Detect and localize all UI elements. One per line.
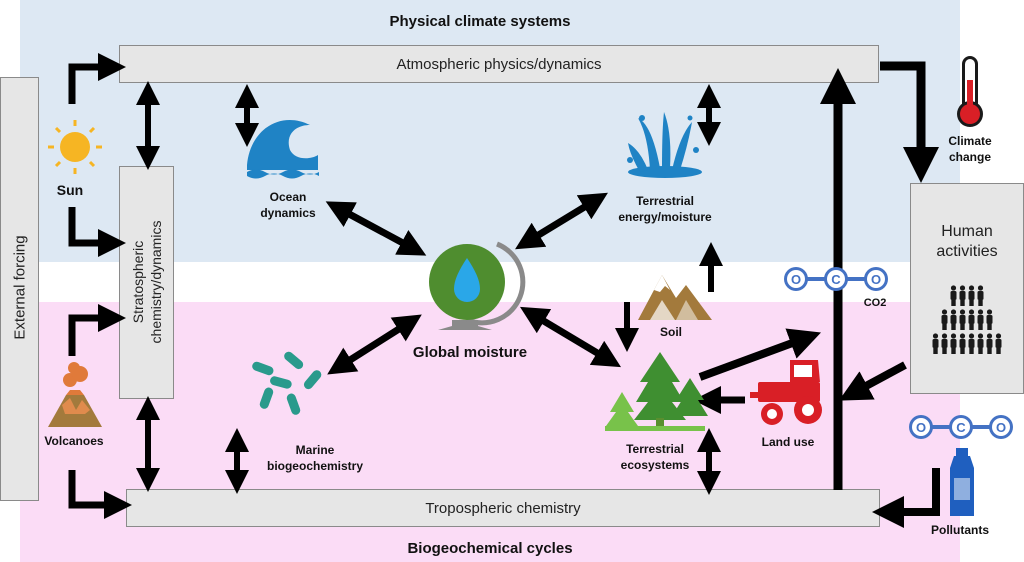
terrestrial-energy-line1: Terrestrial [636,194,694,208]
mountain-icon [638,275,712,320]
sun-to-atmosphere-arrow [68,53,126,104]
global-moisture-label: Global moisture [412,344,528,361]
marine-line1: Marine [295,443,335,457]
top-region-band [20,0,960,262]
ocean-dynamics-label: Ocean dynamics [238,189,338,221]
person-figure [977,285,984,306]
co2-label: CO2 [863,297,887,309]
trees-icon [605,352,708,431]
ocean-wave-icon [247,119,319,179]
land-use-label: Land use [761,435,815,449]
bottle-icon [950,448,974,516]
tractor-icon [750,360,822,425]
thermometer-icon [957,56,983,127]
person-figure [968,333,975,354]
climate-change-label: Climate change [930,133,1010,165]
human-line2: activities [936,243,998,260]
person-figure [941,309,948,330]
volcano-icon [48,362,102,427]
external-forcing-box [0,77,39,501]
top-region-title: Physical climate systems [389,13,571,30]
globe-marine-arrow [327,314,422,375]
splash-icon [627,112,702,178]
terrestrial-energy-label: Terrestrial energy/moisture [600,193,730,225]
climate-line2: change [948,150,991,164]
terrestrial-energy-line2: energy/moisture [618,210,712,224]
terrestrial-ecosystems-label: Terrestrial ecosystems [600,441,710,473]
globe-icon [429,241,526,330]
tropospheric-box: Tropospheric chemistry [126,489,880,527]
marine-biogeochemistry-label: Marine biogeochemistry [255,442,375,474]
co2-molecule-icon: O C O [784,267,888,291]
human-to-center-arrow [838,361,907,401]
climate-line1: Climate [948,134,992,148]
person-figure [995,333,1002,354]
person-figure [950,309,957,330]
people-icon [932,285,1002,354]
person-figure [968,309,975,330]
bottom-region-title: Biogeochemical cycles [407,540,573,557]
pollutant-atom-o1: O [916,420,926,435]
terrestrial-eco-line2: ecosystems [620,458,690,472]
person-figure [968,285,975,306]
terrestrial-energy-globe-arrow [515,192,608,250]
person-figure [977,333,984,354]
pollutants-to-troposphere-arrow [872,468,940,528]
co2-atom-o2: O [871,272,881,287]
marine-line2: biogeochemistry [266,459,364,473]
person-figure [977,309,984,330]
co2-atom-c: C [831,272,841,287]
atmospheric-label: Atmospheric physics/dynamics [396,55,602,73]
person-figure [950,285,957,306]
ocean-line1: Ocean [269,190,307,204]
volcano-to-troposphere-arrow [68,470,132,519]
person-figure [986,333,993,354]
co2-atom-o1: O [791,272,801,287]
pollutant-atom-c: C [956,420,966,435]
sun-to-stratosphere-arrow [68,207,126,257]
pollutant-atom-o2: O [996,420,1006,435]
atmospheric-box: Atmospheric physics/dynamics [119,45,879,83]
tropospheric-label: Tropospheric chemistry [425,499,581,517]
soil-label: Soil [659,325,682,339]
person-figure [941,333,948,354]
human-line1: Human [941,223,993,240]
terrestrial-eco-line1: Terrestrial [626,442,684,456]
ecosystems-to-co2-arrow [698,328,822,381]
sun-label: Sun [56,182,84,198]
volcano-to-stratosphere-arrow [68,304,126,356]
ocean-line2: dynamics [260,206,316,220]
human-activities-label: Human activities [936,222,997,262]
person-figure [959,333,966,354]
atmosphere-to-climate-arrow [880,61,939,183]
volcanoes-label: Volcanoes [44,434,104,448]
person-figure [959,285,966,306]
person-figure [932,333,939,354]
ocean-globe-arrow [325,201,427,256]
person-figure [959,309,966,330]
pollutant-molecule-icon: O C O [909,415,1013,439]
person-figure [986,309,993,330]
person-figure [950,333,957,354]
sun-icon [48,120,102,174]
pollutants-label: Pollutants [930,523,989,537]
bacteria-icon [252,351,322,415]
globe-ecosystems-arrow [519,306,622,368]
